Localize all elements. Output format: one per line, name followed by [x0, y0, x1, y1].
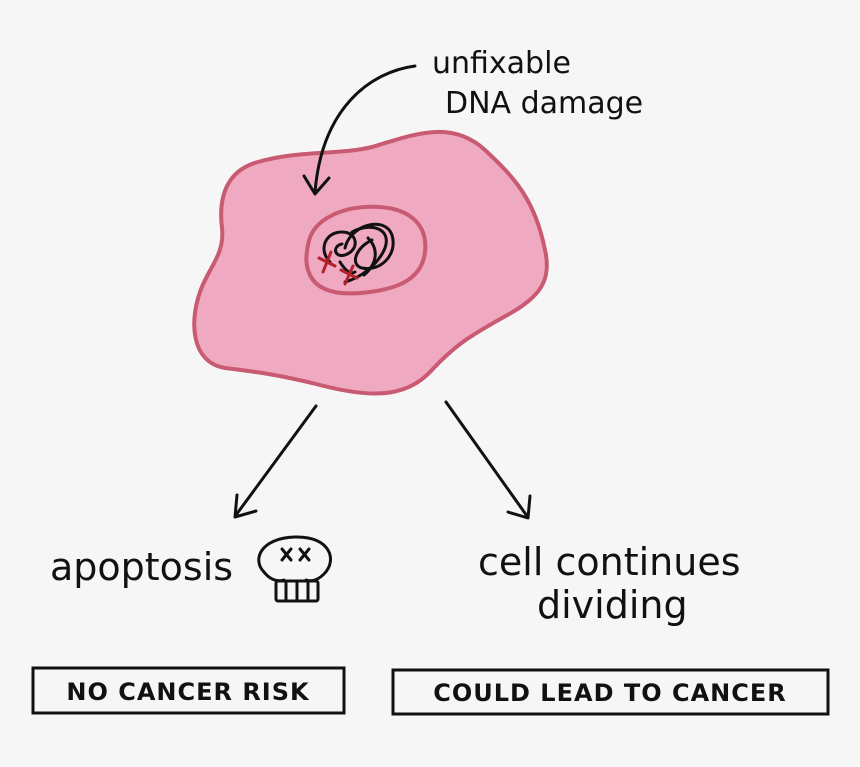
annotation-arrow — [313, 64, 417, 194]
could-lead-to-cancer-text: COULD LEAD TO CANCER — [433, 679, 787, 707]
right-branch-arrowhead — [506, 494, 532, 520]
dna-damage-mark — [317, 250, 359, 286]
left-branch-arrowhead — [233, 493, 258, 519]
nucleus — [304, 204, 428, 296]
left-branch-arrow — [234, 404, 318, 517]
apoptosis-label: apoptosis — [50, 545, 233, 589]
annotation-line-1: unfixable — [432, 46, 571, 81]
skull-icon — [257, 535, 332, 603]
dna-strand — [322, 222, 395, 284]
annotation-line-2: DNA damage — [445, 86, 643, 121]
could-lead-to-cancer-box — [391, 668, 830, 716]
no-cancer-risk-text: NO CANCER RISK — [66, 678, 310, 706]
right-branch-arrow — [444, 400, 529, 518]
cell-continues-label-line-2: dividing — [537, 583, 688, 627]
no-cancer-risk-box — [31, 666, 346, 715]
annotation-arrowhead — [302, 174, 331, 196]
cell-continues-label-line-1: cell continues — [478, 540, 741, 584]
